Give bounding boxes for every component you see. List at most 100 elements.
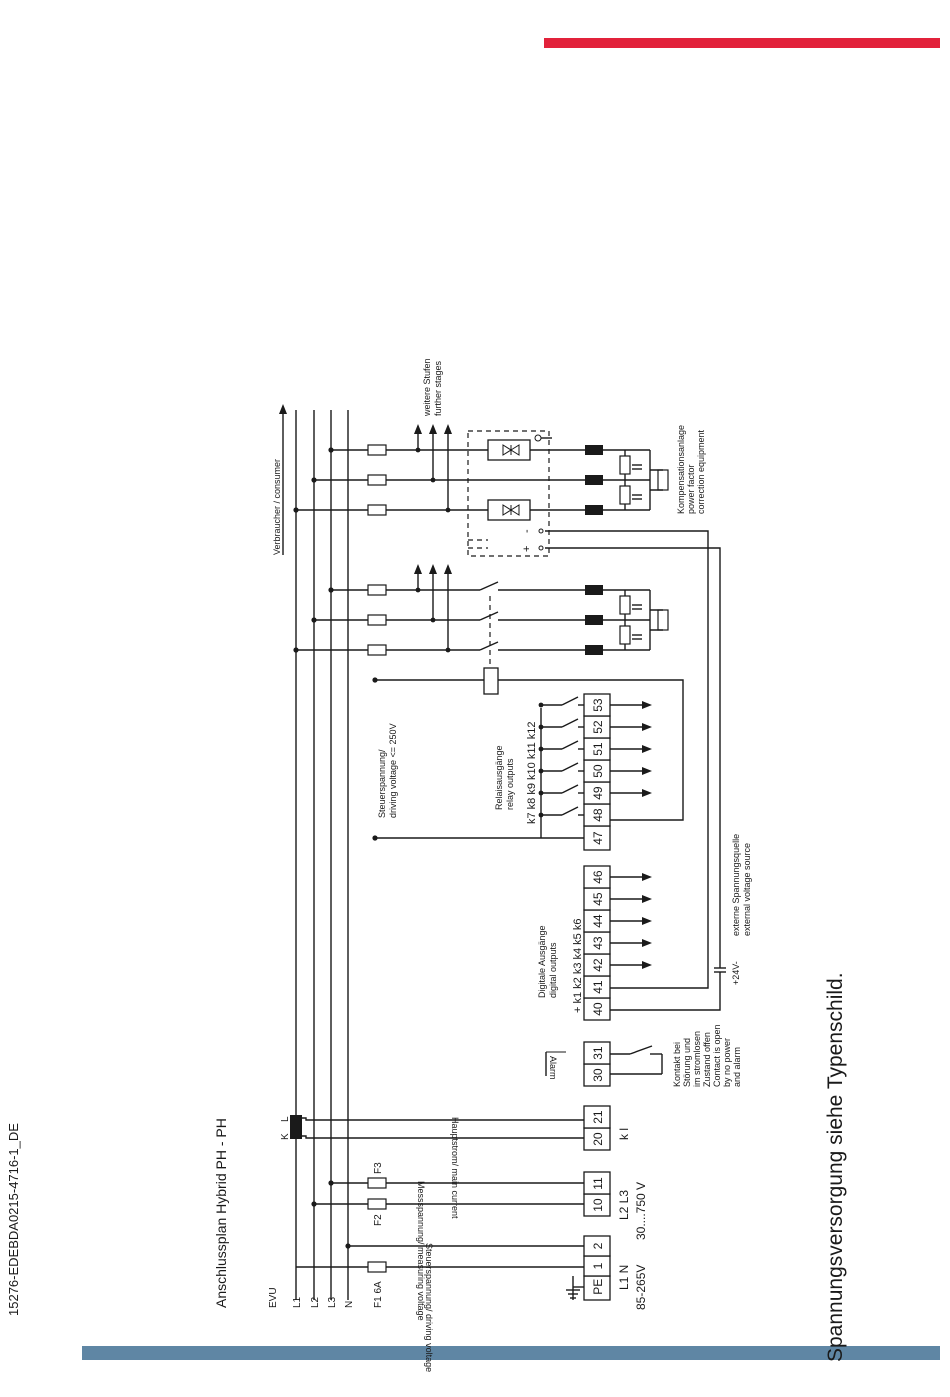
output-arrow (642, 939, 652, 947)
terminal-label-46: 46 (591, 870, 605, 884)
terminal-label-40: 40 (591, 1002, 605, 1016)
doc-id: 15276-EDEBDA0215-4716-1_DE (6, 1123, 21, 1316)
terminal-label-PE: PE (591, 1279, 605, 1295)
contactor-contact (479, 611, 499, 621)
caption-meas-range: 30....750 V (634, 1182, 648, 1240)
output-arrow (642, 961, 652, 969)
output-arrow (642, 895, 652, 903)
supply-footnote: Spannungsversorgung siehe Typenschild. (824, 972, 847, 1362)
compensation-label: Kompensationsanlage power factor correct… (676, 422, 706, 514)
header-accent-bar (544, 38, 940, 48)
discharge-resistor (619, 485, 631, 505)
caption-ct: k l (617, 1128, 631, 1140)
discharge-resistor (619, 625, 631, 645)
further-stage-arrow (429, 424, 437, 434)
caption-power-range: 85-265V (634, 1265, 648, 1310)
terminal-label-53: 53 (591, 698, 605, 712)
external-source-title-de: externe Spannungsquelle (731, 834, 741, 936)
choke (585, 475, 603, 485)
consumer-label: Verbraucher / consumer (272, 459, 282, 555)
fuse-label-f1: F1 6A (373, 1281, 384, 1308)
stage-fuse (367, 614, 387, 626)
terminal-label-49: 49 (591, 786, 605, 800)
discharge-resistor (619, 455, 631, 475)
terminal-PE (583, 1275, 611, 1301)
contactor-contact (479, 641, 499, 651)
output-wiring (538, 696, 652, 969)
choke (585, 645, 603, 655)
further-stage-arrow (444, 424, 452, 434)
terminal-31 (583, 1041, 611, 1065)
thyristor-switch (487, 439, 531, 461)
terminal-11 (583, 1171, 611, 1195)
control-input-terminal (538, 528, 544, 534)
relay-outputs-title-de: Relaisausgänge (494, 745, 504, 810)
line-label-n: N (344, 1301, 355, 1308)
branch-node (445, 647, 451, 653)
terminal-label-43: 43 (591, 936, 605, 950)
line-label-l3: L3 (327, 1296, 338, 1308)
terminal-label-11: 11 (591, 1177, 605, 1190)
branch-node (430, 617, 436, 623)
stage-fuse (367, 584, 387, 596)
choke (585, 505, 603, 515)
thyristor-stage: +- (293, 424, 669, 557)
control-voltage-title-de: Steuerspannung/ (377, 749, 387, 818)
caption-meas: L2 L3 (617, 1190, 631, 1220)
output-arrow (642, 767, 652, 775)
main-current-label: Hauptstrom/ main current (450, 1117, 460, 1219)
discharge-resistor (657, 469, 669, 491)
relay-contact (561, 784, 579, 794)
relay-contact (561, 806, 579, 816)
terminal-label-31: 31 (591, 1046, 605, 1060)
terminal-label-2: 2 (591, 1242, 605, 1249)
bus-node (293, 507, 299, 513)
discharge-resistor (657, 609, 669, 631)
digital-outputs-title-de: Digitale Ausgänge (537, 925, 547, 998)
external-source-title-en: external voltage source (742, 843, 752, 936)
further-stages-en: further stages (433, 360, 443, 416)
control-input-terminal (538, 545, 544, 551)
thyristor-module-outline (467, 430, 550, 557)
discharge-resistor (619, 595, 631, 615)
thyristor-switch (487, 499, 531, 521)
branch-node (445, 507, 451, 513)
output-arrow (642, 789, 652, 797)
bus-node (293, 647, 299, 653)
relay-contact (561, 696, 579, 706)
terminal-label-10: 10 (591, 1198, 605, 1212)
alarm-contact (545, 1045, 663, 1076)
stage-fuse (367, 504, 387, 516)
relay-outputs-labels: k7 k8 k9 k10 k11 k12 (526, 721, 538, 824)
thyristor-symbol (502, 444, 520, 456)
terminal-21 (583, 1105, 611, 1129)
caption-power: L1 N (617, 1265, 631, 1290)
control-plus: + (521, 546, 533, 552)
alarm-label: Alarm (548, 1056, 558, 1080)
choke (585, 585, 603, 595)
output-arrow (642, 745, 652, 753)
resistor-lead (650, 469, 663, 491)
terminal-label-30: 30 (591, 1068, 605, 1082)
choke (585, 615, 603, 625)
fuse-label-f3: F3 (373, 1162, 384, 1174)
control-minus: - (521, 529, 533, 533)
further-stage-arrow (414, 424, 422, 434)
output-arrow (642, 723, 652, 731)
stage-fuse (367, 644, 387, 656)
control-voltage-title-en: driving voltage <= 250V (388, 723, 398, 818)
line-label-l2: L2 (310, 1296, 321, 1308)
line-label-l1: L1 (292, 1296, 303, 1308)
terminal-label-42: 42 (591, 958, 605, 972)
bus-node (311, 477, 317, 483)
ct-label-l: L (280, 1116, 291, 1122)
output-arrow (642, 701, 652, 709)
control-voltage-wiring (372, 530, 726, 1011)
further-stages-de: weitere Stufen (422, 358, 432, 417)
branch-node (430, 477, 436, 483)
diagram-title: Anschlussplan Hybrid PH - PH (213, 1118, 229, 1308)
terminal-block: PE12101120213031404142434445464748495051… (583, 693, 611, 1301)
branch-node (415, 587, 421, 593)
relay-contact (561, 740, 579, 750)
choke (585, 445, 603, 455)
